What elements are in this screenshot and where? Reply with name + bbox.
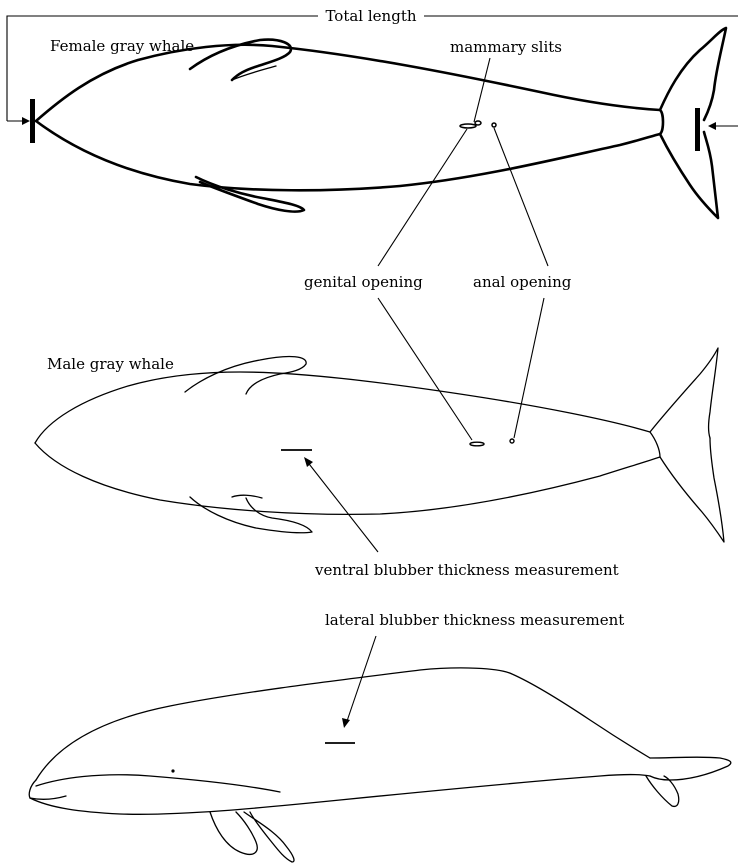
lateral-blubber-leader — [346, 636, 376, 724]
lateral-whale-outline — [29, 668, 731, 862]
female-whale-outline — [36, 28, 726, 218]
male-anal-leader — [514, 298, 544, 438]
left-arrowhead-icon — [22, 117, 30, 125]
female-anal-leader — [494, 128, 548, 266]
right-arrowhead-icon — [708, 122, 716, 130]
female-anal-opening-mark — [492, 123, 496, 127]
mammary-slits-label: mammary slits — [450, 38, 562, 56]
genital-opening-label: genital opening — [304, 273, 423, 291]
male-anal-opening-mark — [510, 439, 514, 443]
female-whale-label: Female gray whale — [50, 37, 194, 55]
snout-tip-marker — [30, 99, 35, 143]
ventral-blubber-leader — [306, 460, 378, 552]
male-whale-outline — [35, 348, 724, 542]
lateral-blubber-label: lateral blubber thickness measurement — [325, 611, 624, 629]
male-genital-opening-mark — [470, 442, 484, 446]
male-genital-leader — [378, 298, 472, 440]
fluke-notch-marker — [695, 108, 700, 151]
mammary-slits-leader — [474, 58, 490, 122]
lateral-arrowhead-icon — [342, 718, 350, 728]
total-length-label: Total length — [325, 7, 416, 25]
male-whale-label: Male gray whale — [47, 355, 174, 373]
ventral-blubber-label: ventral blubber thickness measurement — [314, 561, 619, 579]
female-genital-opening-mark — [460, 124, 476, 128]
ventral-arrowhead-icon — [304, 457, 313, 467]
female-genital-leader — [378, 129, 467, 266]
anal-opening-label: anal opening — [473, 273, 572, 291]
